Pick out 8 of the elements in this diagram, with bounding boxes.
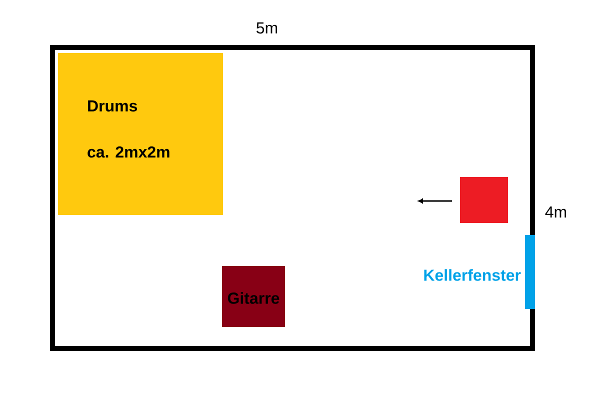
- window-bar: Kellerfenster: [424, 235, 535, 309]
- drum-area: Drums ca. 2mx2m: [58, 53, 223, 215]
- speaker-box: [460, 177, 508, 223]
- dimension-label: 4m: [545, 206, 566, 218]
- node-label: Kellerfenster: [424, 269, 521, 281]
- room-outline: [50, 45, 535, 351]
- dimension-label: 5m: [256, 22, 278, 34]
- guitar-amp-box: Gitarre: [222, 266, 285, 327]
